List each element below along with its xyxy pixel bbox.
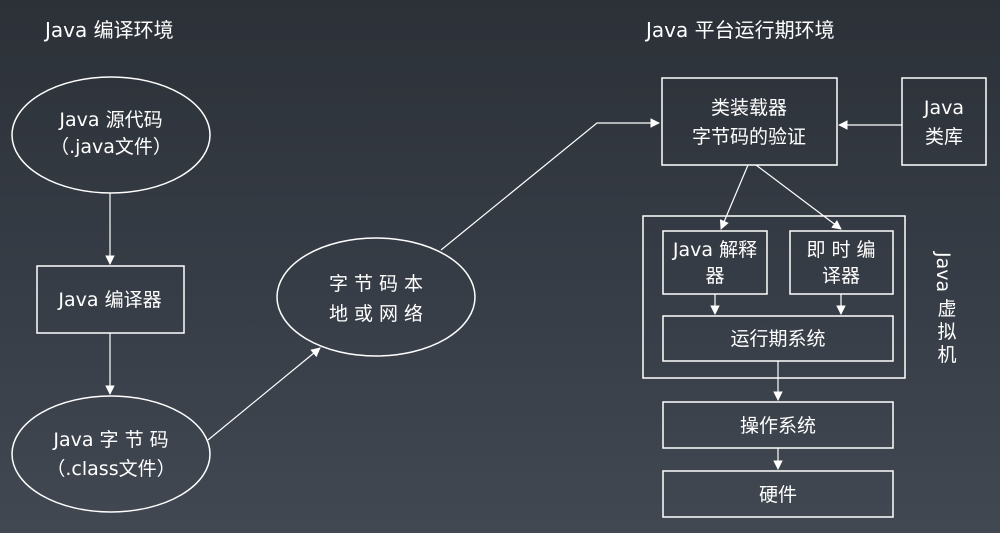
java-bytecode-ellipse xyxy=(11,395,211,513)
operating-system-label: 操作系统 xyxy=(740,415,816,437)
local-or-network-ellipse xyxy=(276,237,476,357)
runtime-system-node: 运行期系统 xyxy=(662,315,894,362)
java-interpreter-label-line1: Java 解释 xyxy=(672,239,757,261)
class-loader-label-line1: 类装载器 xyxy=(711,97,787,119)
java-class-library-label-line1: Java xyxy=(923,97,964,119)
jvm-label-java: Java xyxy=(932,251,954,292)
java-class-library-node: Java 类库 xyxy=(901,77,987,166)
jvm-label-char-3: 机 xyxy=(937,344,956,366)
java-interpreter-node: Java 解释 器 xyxy=(662,230,768,295)
java-interpreter-label-line2: 器 xyxy=(705,265,724,287)
local-or-network-label-line1: 字 节 码 本 xyxy=(329,273,423,295)
runtime-system-label: 运行期系统 xyxy=(730,328,825,350)
jit-compiler-label-line1: 即 时 编 xyxy=(806,239,875,261)
jit-compiler-label-line2: 译器 xyxy=(822,265,860,287)
java-bytecode-label-line1: Java 字 节 码 xyxy=(52,429,168,451)
local-or-network-node: 字 节 码 本 地 或 网 络 xyxy=(276,237,476,357)
operating-system-node: 操作系统 xyxy=(662,401,894,449)
java-source-node: Java 源代码 （.java文件） xyxy=(11,76,211,194)
local-or-network-label-line2: 地 或 网 络 xyxy=(329,303,423,325)
jvm-container xyxy=(642,215,906,379)
java-bytecode-label-line2: （.class文件） xyxy=(46,458,175,480)
java-compiler-label: Java 编译器 xyxy=(57,289,161,311)
hardware-box xyxy=(662,470,894,518)
java-compiler-node: Java 编译器 xyxy=(36,265,185,334)
arrow-network-to-class-loader xyxy=(440,118,660,251)
hardware-node: 硬件 xyxy=(662,470,894,518)
jit-compiler-node: 即 时 编 译器 xyxy=(789,230,894,295)
java-class-library-label-line2: 类库 xyxy=(925,126,963,148)
java-class-library-box xyxy=(901,77,987,166)
java-source-label-line1: Java 源代码 xyxy=(58,109,162,131)
arrow-loader-to-interpreter xyxy=(719,164,749,230)
java-source-label-line2: （.java文件） xyxy=(50,136,172,158)
arrow-bytecode-to-network xyxy=(207,347,321,441)
hardware-label: 硬件 xyxy=(759,484,797,506)
class-loader-node: 类装载器 字节码的验证 xyxy=(661,77,838,166)
jvm-vertical-label: Java 虚 拟 机 xyxy=(932,251,957,366)
jvm-label-char-1: 虚 xyxy=(937,298,956,320)
java-source-ellipse xyxy=(11,76,211,194)
compile-environment-heading: Java 编译环境 xyxy=(43,18,174,42)
runtime-environment-heading: Java 平台运行期环境 xyxy=(644,18,835,42)
class-loader-label-line2: 字节码的验证 xyxy=(692,126,806,148)
java-bytecode-node: Java 字 节 码 （.class文件） xyxy=(11,395,211,513)
class-loader-box xyxy=(661,77,838,166)
arrow-loader-to-jit xyxy=(755,164,842,230)
jvm-label-char-2: 拟 xyxy=(937,321,956,343)
